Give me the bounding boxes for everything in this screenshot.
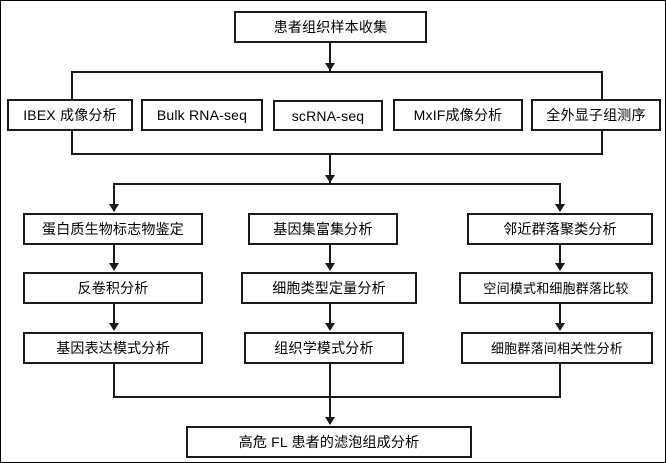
node-label: 组织学模式分析 — [274, 340, 374, 356]
connector-split-to-col3 — [559, 183, 561, 211]
connector-merge-to-result — [329, 396, 331, 424]
connector-col3-r3-r4 — [559, 245, 561, 269]
node-label: 细胞类型定量分析 — [272, 280, 386, 296]
node-label: 高危 FL 患者的滤泡组成分析 — [238, 434, 420, 450]
node-label: 细胞群落间相关性分析 — [490, 340, 623, 356]
node-high-risk-fl-follicle-composition[interactable]: 高危 FL 患者的滤泡组成分析 — [186, 426, 472, 458]
arrowhead-col3-r4-r5 — [555, 323, 565, 331]
node-sample-collection[interactable]: 患者组织样本收集 — [234, 11, 427, 43]
connector-split-to-col1 — [113, 183, 115, 211]
arrowhead-split-to-col3 — [555, 204, 565, 212]
connector-col2-r4-r5 — [329, 304, 331, 328]
node-label: 全外显子组测序 — [546, 107, 646, 123]
node-neighborhood-clustering-analysis[interactable]: 邻近群落聚类分析 — [467, 213, 653, 245]
arrowhead-platforms-to-split — [325, 175, 335, 183]
arrowhead-source-to-platforms — [325, 63, 335, 71]
node-histology-pattern-analysis[interactable]: 组织学模式分析 — [244, 332, 404, 364]
bracket-platforms-top — [71, 71, 603, 73]
arrowhead-col2-r3-r4 — [325, 263, 335, 271]
node-intercommunity-correlation-analysis[interactable]: 细胞群落间相关性分析 — [461, 332, 653, 364]
arrowhead-col1-r4-r5 — [109, 323, 119, 331]
node-platform-ibex[interactable]: IBEX 成像分析 — [7, 99, 133, 131]
bracket-platforms-bottom — [71, 153, 603, 155]
node-deconvolution-analysis[interactable]: 反卷积分析 — [23, 272, 203, 304]
node-label: 空间模式和细胞群落比较 — [483, 280, 629, 296]
arrowhead-split-to-col1 — [109, 204, 119, 212]
arrowhead-merge-to-result — [325, 417, 335, 425]
node-platform-mxif[interactable]: MxIF成像分析 — [393, 99, 523, 131]
node-label: 邻近群落聚类分析 — [503, 221, 617, 237]
node-spatial-pattern-community-comparison[interactable]: 空间模式和细胞群落比较 — [459, 272, 653, 304]
node-protein-biomarker-identification[interactable]: 蛋白质生物标志物鉴定 — [23, 213, 203, 245]
connector-col1-r4-r5 — [113, 304, 115, 328]
connector-col2-r3-r4 — [329, 245, 331, 269]
node-label: MxIF成像分析 — [413, 107, 503, 123]
connector-col3-r4-r5 — [559, 304, 561, 328]
node-label: scRNA-seq — [291, 107, 365, 124]
arrowhead-col2-r4-r5 — [325, 323, 335, 331]
node-platform-scrna-seq[interactable]: scRNA-seq — [273, 100, 383, 131]
connector-col3-to-merge — [559, 364, 561, 398]
node-platform-bulk-rna-seq[interactable]: Bulk RNA-seq — [141, 99, 263, 131]
arrowhead-col3-r3-r4 — [555, 263, 565, 271]
node-label: 患者组织样本收集 — [273, 19, 388, 35]
node-label: 蛋白质生物标志物鉴定 — [42, 221, 184, 237]
split-bar-analyses — [113, 183, 561, 185]
connector-col1-r3-r4 — [113, 245, 115, 269]
arrowhead-col1-r3-r4 — [109, 263, 119, 271]
connector-col2-to-merge — [329, 364, 331, 398]
node-label: 基因集富集分析 — [273, 221, 373, 237]
connector-col1-to-merge — [113, 364, 115, 398]
node-gene-set-enrichment-analysis[interactable]: 基因集富集分析 — [248, 213, 398, 245]
node-label: 反卷积分析 — [77, 280, 149, 296]
connector-source-to-platforms — [329, 43, 331, 71]
node-label: 基因表达模式分析 — [56, 340, 170, 356]
connector-platforms-to-split — [329, 153, 331, 183]
merge-bar-analyses — [113, 396, 561, 398]
node-gene-expression-pattern-analysis[interactable]: 基因表达模式分析 — [23, 332, 203, 364]
node-cell-type-quantification-analysis[interactable]: 细胞类型定量分析 — [241, 272, 417, 304]
node-label: Bulk RNA-seq — [156, 107, 248, 123]
node-platform-wes[interactable]: 全外显子组测序 — [531, 99, 661, 131]
node-label: IBEX 成像分析 — [23, 107, 117, 123]
